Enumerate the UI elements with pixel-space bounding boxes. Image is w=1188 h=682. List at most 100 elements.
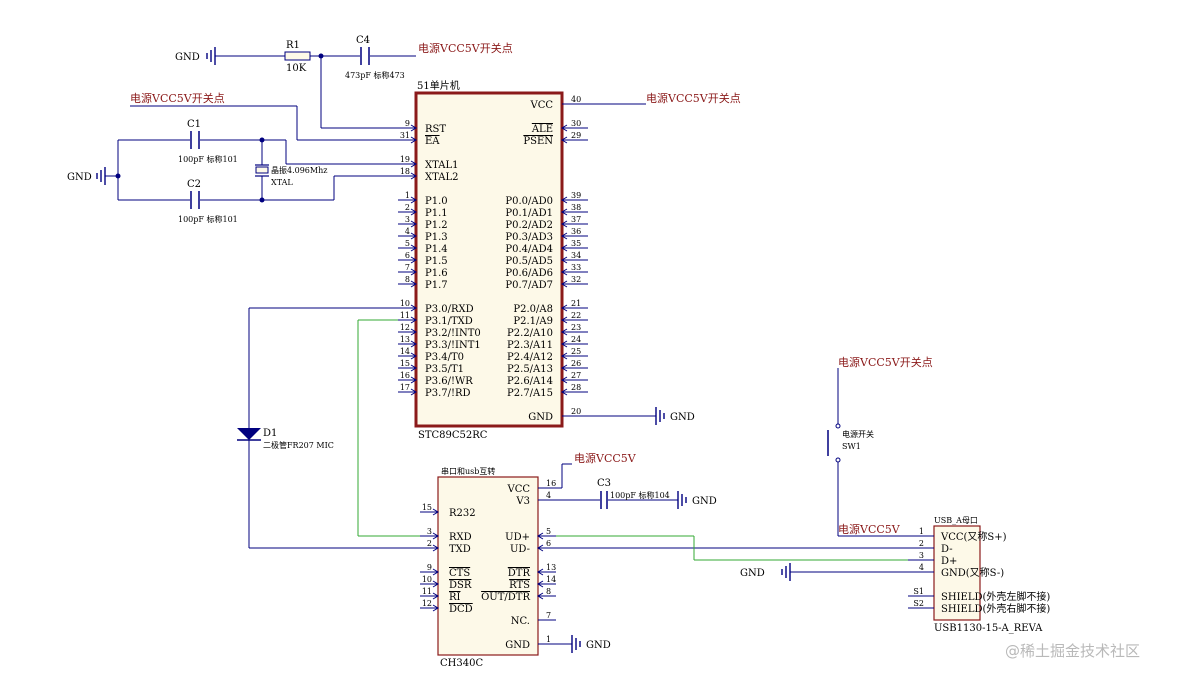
mcu-left-pin-name: XTAL1 — [425, 160, 458, 171]
ch340-right-pin-name: UD+ — [505, 532, 530, 543]
ch340-right-pin-name: UD- — [510, 544, 530, 555]
ch340-right-pin-5: 5UD+ — [505, 527, 556, 543]
ch340-left-pin-number: 2 — [427, 539, 432, 548]
mcu-right-pin-number: 22 — [571, 311, 581, 320]
usb-connector: USB_A母口 USB1130-15-A_REVA 1VCC(又称S+)2D-3… — [908, 516, 1050, 634]
ch340-right-pin-number: 14 — [546, 575, 556, 584]
ch340-left-pin-name: DCD — [449, 604, 473, 615]
ch340-right-pin-number: 8 — [546, 587, 551, 596]
ch340-right-pins: 16VCC4V35UD+6UD-13DTR14RTS8OUT/DTR7NC.1G… — [481, 479, 556, 651]
junction-dots — [115, 53, 324, 203]
mcu-right-pin-name: P0.2/AD2 — [505, 220, 553, 231]
ch340-left-pin-number: 12 — [422, 599, 432, 608]
net-label-ea: 电源VCC5V开关点 — [130, 91, 225, 105]
mcu-left-pin-number: 10 — [400, 299, 410, 308]
mcu-left-pins: 9RST31EA19XTAL118XTAL21P1.02P1.13P1.24P1… — [398, 119, 481, 399]
mcu-right-pin-number: 37 — [571, 215, 581, 224]
mcu-left-pin-1: 1P1.0 — [398, 191, 448, 207]
mcu-left-pin-name: P1.0 — [425, 196, 448, 207]
mcu-left-pin-name: XTAL2 — [425, 172, 458, 183]
mcu-right-pin-name: P0.5/AD5 — [505, 256, 553, 267]
ch340-right-pin-6: 6UD- — [510, 539, 556, 555]
ch340-right-pin-number: 13 — [546, 563, 556, 572]
mcu-left-pin-name: P1.6 — [425, 268, 448, 279]
svg-text:二极管FR207 MIC: 二极管FR207 MIC — [263, 440, 334, 450]
mcu-right-pin-number: 25 — [571, 347, 581, 356]
usb-pin-name: VCC(又称S+) — [940, 530, 1007, 543]
mcu-right-pin-number: 40 — [571, 95, 581, 104]
gnd-label-ch340: GND — [586, 640, 611, 651]
net-label-c4: 电源VCC5V开关点 — [418, 41, 513, 55]
mcu-left-pin-3: 3P1.2 — [398, 215, 448, 231]
mcu-right-pin-name: P0.4/AD4 — [505, 244, 553, 255]
ch340-left-pin-number: 10 — [422, 575, 432, 584]
usb-pin-name: D- — [941, 544, 953, 555]
mcu-left-pin-name: P3.5/T1 — [425, 364, 464, 375]
capacitor-c1: C1 100pF 标称101 — [178, 119, 238, 164]
mcu-right-pin-number: 33 — [571, 263, 581, 272]
mcu-left-pin-number: 19 — [400, 155, 410, 164]
svg-text:SW1: SW1 — [842, 442, 861, 451]
ch340-left-pin-number: 11 — [422, 587, 432, 596]
ch340-left-pin-number: 9 — [427, 563, 432, 572]
svg-text:10K: 10K — [286, 63, 307, 74]
mcu-left-pin-number: 31 — [400, 131, 410, 140]
mcu-right-pin-number: 29 — [571, 131, 581, 140]
mcu-right-pin-name: P2.2/A10 — [507, 328, 553, 339]
mcu-left-pin-number: 1 — [405, 191, 410, 200]
svg-text:100pF 标称101: 100pF 标称101 — [178, 214, 238, 224]
mcu-left-pin-number: 16 — [400, 371, 410, 380]
mcu-left-pin-number: 9 — [405, 119, 410, 128]
mcu-left-pin-7: 7P1.6 — [398, 263, 448, 279]
ch340-right-pin-number: 4 — [546, 491, 551, 500]
mcu-right-pin-number: 26 — [571, 359, 581, 368]
ch340-part: CH340C — [440, 658, 483, 669]
mcu-right-pin-name: P0.0/AD0 — [505, 196, 553, 207]
mcu-left-pin-number: 12 — [400, 323, 410, 332]
mcu-left-pin-name: P1.3 — [425, 232, 448, 243]
usb-pin-name: SHIELD(外壳左脚不接) — [941, 590, 1050, 603]
mcu-right-pin-number: 32 — [571, 275, 581, 284]
svg-text:晶振4.096Mhz: 晶振4.096Mhz — [271, 165, 327, 175]
mcu-left-pin-number: 2 — [405, 203, 410, 212]
usb-part: USB1130-15-A_REVA — [934, 623, 1043, 634]
mcu-right-pin-name: GND — [528, 412, 553, 423]
mcu-right-pin-name: ALE — [531, 124, 553, 135]
net-label-ch340-vcc: 电源VCC5V — [574, 451, 637, 465]
mcu-left-pin-name: P3.2/!INT0 — [425, 328, 481, 339]
mcu-right-pin-name: P2.3/A11 — [507, 340, 553, 351]
mcu-left-pin-2: 2P1.1 — [398, 203, 448, 219]
mcu-left-pin-name: RST — [425, 124, 446, 135]
mcu-right-pin-number: 20 — [571, 407, 581, 416]
svg-text:C4: C4 — [356, 35, 370, 46]
mcu-right-pin-number: 28 — [571, 383, 581, 392]
mcu-right-pin-number: 30 — [571, 119, 581, 128]
mcu-right-pin-number: 38 — [571, 203, 581, 212]
usb-pin-number: 4 — [919, 563, 924, 572]
mcu-left-pin-number: 11 — [400, 311, 410, 320]
ch340-right-pin-number: 1 — [546, 635, 551, 644]
mcu-left-pin-number: 17 — [400, 383, 410, 392]
mcu-left-pin-name: P1.2 — [425, 220, 448, 231]
